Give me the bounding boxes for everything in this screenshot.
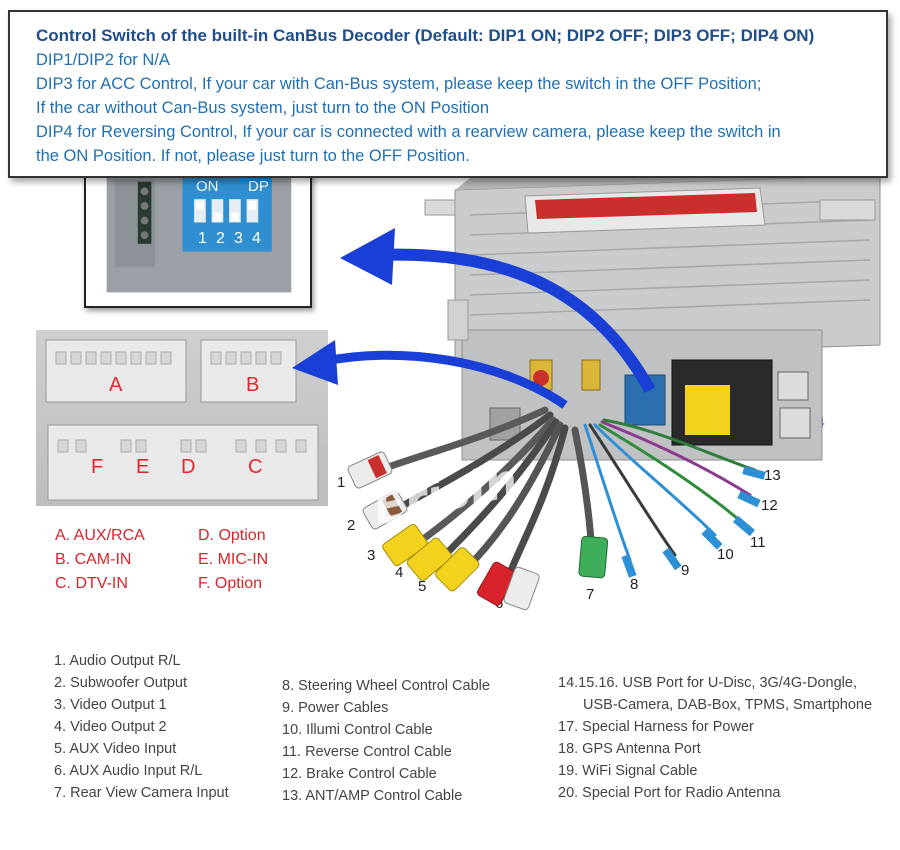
legend-item: E. MIC-IN <box>198 551 269 568</box>
list-item: 8. Steering Wheel Control Cable <box>282 678 490 694</box>
cable-number-5: 5 <box>418 578 427 595</box>
cable-list-col2: 8. Steering Wheel Control Cable 9. Power… <box>282 675 490 807</box>
cable-bundle <box>376 406 596 589</box>
cable-number-8: 8 <box>630 576 639 593</box>
info-line: DIP3 for ACC Control, If your car with C… <box>36 75 762 93</box>
list-item: 14.15.16. USB Port for U-Disc, 3G/4G-Don… <box>558 675 857 691</box>
cable-number-11: 11 <box>750 534 766 551</box>
connector-illustration <box>45 339 319 501</box>
dip-dp-label: DP <box>248 178 269 195</box>
list-item: 9. Power Cables <box>282 700 389 716</box>
list-item: 1. Audio Output R/L <box>54 653 181 669</box>
info-title: Control Switch of the built-in CanBus De… <box>36 26 815 45</box>
legend-item: F. Option <box>198 575 263 592</box>
dip-switch-inset: ON DP 1 2 3 4 <box>84 168 312 308</box>
legend-item: A. AUX/RCA <box>55 527 145 544</box>
info-panel: Control Switch of the built-in CanBus De… <box>8 10 888 178</box>
list-item: 19. WiFi Signal Cable <box>558 763 698 779</box>
info-line: DIP4 for Reversing Control, If your car … <box>36 123 781 141</box>
connector-inset: A B F E D C <box>36 330 328 506</box>
wire-tips <box>621 466 766 578</box>
dip-on-label: ON <box>196 178 219 195</box>
list-item: 17. Special Harness for Power <box>558 719 754 735</box>
legend-item: B. CAM-IN <box>55 551 132 568</box>
cable-number-4: 4 <box>395 564 404 581</box>
cable-number-13: 13 <box>764 467 781 484</box>
cable-number-12: 12 <box>761 497 778 514</box>
rca-plugs <box>347 451 609 611</box>
cable-number-7: 7 <box>586 586 595 603</box>
connector-label-e: E <box>136 456 150 478</box>
list-item: 3. Video Output 1 <box>54 697 167 713</box>
list-item: 7. Rear View Camera Input <box>54 785 229 801</box>
dip-switch-illustration <box>106 175 292 293</box>
list-item: 18. GPS Antenna Port <box>558 741 701 757</box>
connector-legend-right: D. Option E. MIC-IN F. Option <box>198 524 268 596</box>
cable-number-3: 3 <box>367 547 376 564</box>
info-line: DIP1/DIP2 for N/A <box>36 51 170 69</box>
cable-list-col1: 1. Audio Output R/L 2. Subwoofer Output … <box>54 650 229 804</box>
cable-number-10: 10 <box>717 546 734 563</box>
info-line: the ON Position. If not, please just tur… <box>36 147 470 165</box>
list-item: 12. Brake Control Cable <box>282 766 437 782</box>
list-item: 10. Illumi Control Cable <box>282 722 433 738</box>
thin-wires <box>583 418 757 562</box>
connector-legend-left: A. AUX/RCA B. CAM-IN C. DTV-IN <box>55 524 145 596</box>
dip-number-1: 1 <box>198 230 207 247</box>
port-list-col3: 14.15.16. USB Port for U-Disc, 3G/4G-Don… <box>558 672 872 804</box>
legend-item: D. Option <box>198 527 266 544</box>
list-item: 20. Special Port for Radio Antenna <box>558 785 781 801</box>
info-line: If the car without Can-Bus system, just … <box>36 99 490 117</box>
connector-label-a: A <box>109 374 123 396</box>
cable-number-9: 9 <box>681 562 690 579</box>
list-item: 13. ANT/AMP Control Cable <box>282 788 463 804</box>
list-item: 6. AUX Audio Input R/L <box>54 763 203 779</box>
list-item: 2. Subwoofer Output <box>54 675 187 691</box>
connector-label-f: F <box>91 456 104 478</box>
list-item: 5. AUX Video Input <box>54 741 177 757</box>
list-item: 4. Video Output 2 <box>54 719 167 735</box>
cable-number-1: 1 <box>337 474 346 491</box>
cable-number-2: 2 <box>347 517 356 534</box>
connector-label-c: C <box>248 456 263 478</box>
legend-item: C. DTV-IN <box>55 575 128 592</box>
connector-label-d: D <box>181 456 196 478</box>
dip-number-3: 3 <box>234 230 243 247</box>
dip-number-2: 2 <box>216 230 225 247</box>
list-item: 11. Reverse Control Cable <box>282 744 452 760</box>
connector-label-b: B <box>246 374 260 396</box>
list-item: USB-Camera, DAB-Box, TPMS, Smartphone <box>583 697 873 713</box>
dip-number-4: 4 <box>252 230 261 247</box>
